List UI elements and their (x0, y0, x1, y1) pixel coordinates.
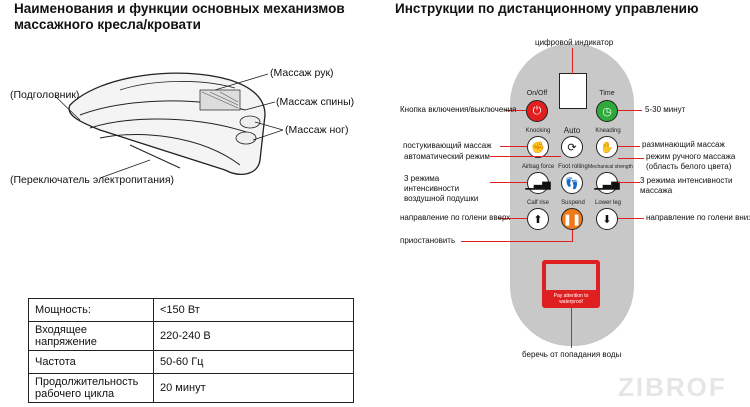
pointer-line (461, 241, 573, 242)
foot-rolling-label: Foot rolling (558, 164, 588, 170)
kneading-label: Kneading (595, 128, 621, 134)
headrest-label: (Подголовник) (10, 89, 80, 101)
pause-icon: ❚❚ (562, 213, 582, 226)
kneading-annotation: разминающий массаж (642, 140, 725, 149)
pointer-line (572, 230, 573, 242)
calf-down-annotation: направление по голени вниз (646, 213, 750, 222)
spec-value: 220-240 В (153, 321, 354, 351)
auto-annotation: автоматический режим (404, 152, 490, 161)
time-annotation: 5-30 минут (645, 105, 686, 114)
spec-table: Мощность: <150 Вт Входящее напряжение 22… (28, 298, 354, 403)
pointer-line (618, 110, 642, 111)
table-row: Частота 50-60 Гц (28, 350, 354, 374)
right-section-title: Инструкции по дистанционному управлению (395, 1, 699, 16)
table-row: Продолжительность рабочего цикла 20 мину… (28, 373, 354, 403)
left-section-title: Наименования и функции основных механизм… (14, 1, 345, 32)
suspend-label: Suspend (561, 200, 585, 206)
power-annotation: Кнопка включения/выключения (400, 105, 517, 114)
calf-up-annotation: направление по голени вверх (400, 213, 511, 222)
chair-pointer-lines (54, 73, 284, 179)
manual-annotation: режим ручного массажа (область белого цв… (646, 152, 736, 171)
display-annotation: цифровой индикатор (535, 38, 614, 47)
power-button[interactable]: ⏻ (526, 100, 548, 122)
pointer-line (505, 110, 526, 111)
bars-icon: ▁▃▅ (594, 177, 620, 190)
arm-massage-label: (Массаж рук) (270, 67, 334, 79)
pause-annotation: приостановить (400, 236, 456, 245)
pointer-line (500, 146, 527, 147)
on-off-label: On/Off (526, 90, 548, 97)
calf-rise-button[interactable]: ⬆ (527, 208, 549, 230)
table-row: Входящее напряжение 220-240 В (28, 321, 354, 351)
water-drop-icon (546, 264, 596, 290)
spec-value: 20 минут (153, 373, 354, 403)
calf-rise-label: Calf rise (526, 200, 549, 206)
bars-icon: ▁▃▅ (525, 177, 551, 190)
airbag-force-button[interactable]: ▁▃▅ (525, 172, 551, 194)
arrow-down-icon: ⬇ (602, 213, 612, 226)
airbag-label: Airbag force (521, 164, 555, 170)
mechanical-annotation: 3 режима интенсивности массажа (640, 176, 733, 195)
pointer-line (572, 48, 573, 74)
spec-key: Входящее напряжение (28, 321, 154, 351)
water-annotation: беречь от попадания воды (522, 350, 622, 359)
hands-icon: ✋ (600, 141, 614, 154)
knocking-button[interactable]: ✊ (527, 136, 549, 158)
spec-key: Мощность: (28, 298, 154, 322)
fist-icon: ✊ (531, 141, 545, 154)
lower-leg-label: Lower leg (594, 200, 621, 206)
pointer-line (618, 218, 644, 219)
pointer-line (618, 158, 644, 159)
cycle-icon: ⟳ (567, 141, 577, 154)
watermark: ZIBROF (618, 372, 727, 402)
power-icon: ⏻ (532, 104, 542, 117)
back-massage-label: (Массаж спины) (276, 96, 355, 108)
mechanical-strength-button[interactable]: ▁▃▅ (594, 172, 620, 194)
foot-icon: 👣 (565, 177, 579, 190)
arrow-up-icon: ⬆ (533, 213, 543, 226)
auto-label: Auto (563, 126, 581, 135)
massage-chair-illustration (68, 72, 266, 175)
pointer-line (571, 308, 572, 348)
knocking-annotation: постукивающий массаж (403, 141, 492, 150)
power-switch-label: (Переключатель электропитания) (10, 174, 175, 186)
pointer-line (618, 182, 640, 183)
pointer-line (490, 156, 561, 157)
foot-rolling-button[interactable]: 👣 (561, 172, 583, 194)
kneading-button[interactable]: ✋ (596, 136, 618, 158)
leg-massage-label: (Массаж ног) (285, 124, 349, 136)
waterproof-warning: Pay attention to waterproof (542, 260, 600, 308)
pointer-line (490, 182, 527, 183)
mechanical-strength-label: Mechanical strength (588, 164, 633, 170)
suspend-button[interactable]: ❚❚ (561, 208, 583, 230)
table-row: Мощность: <150 Вт (28, 298, 354, 322)
spec-value: <150 Вт (153, 298, 354, 322)
waterproof-text: Pay attention to waterproof (553, 293, 589, 305)
digital-display (559, 73, 587, 109)
time-label: Time (599, 90, 615, 97)
airbag-annotation: 3 режима интенсивности воздушной подушки (404, 174, 479, 203)
spec-value: 50-60 Гц (153, 350, 354, 374)
pointer-line (498, 218, 527, 219)
lower-leg-button[interactable]: ⬇ (596, 208, 618, 230)
spec-key: Частота (28, 350, 154, 374)
auto-button[interactable]: ⟳ (561, 136, 583, 158)
spec-key: Продолжительность рабочего цикла (28, 373, 154, 403)
time-button[interactable]: ◷ (596, 100, 618, 122)
knocking-label: Knocking (525, 128, 551, 134)
clock-icon: ◷ (602, 105, 612, 118)
pointer-line (618, 146, 640, 147)
